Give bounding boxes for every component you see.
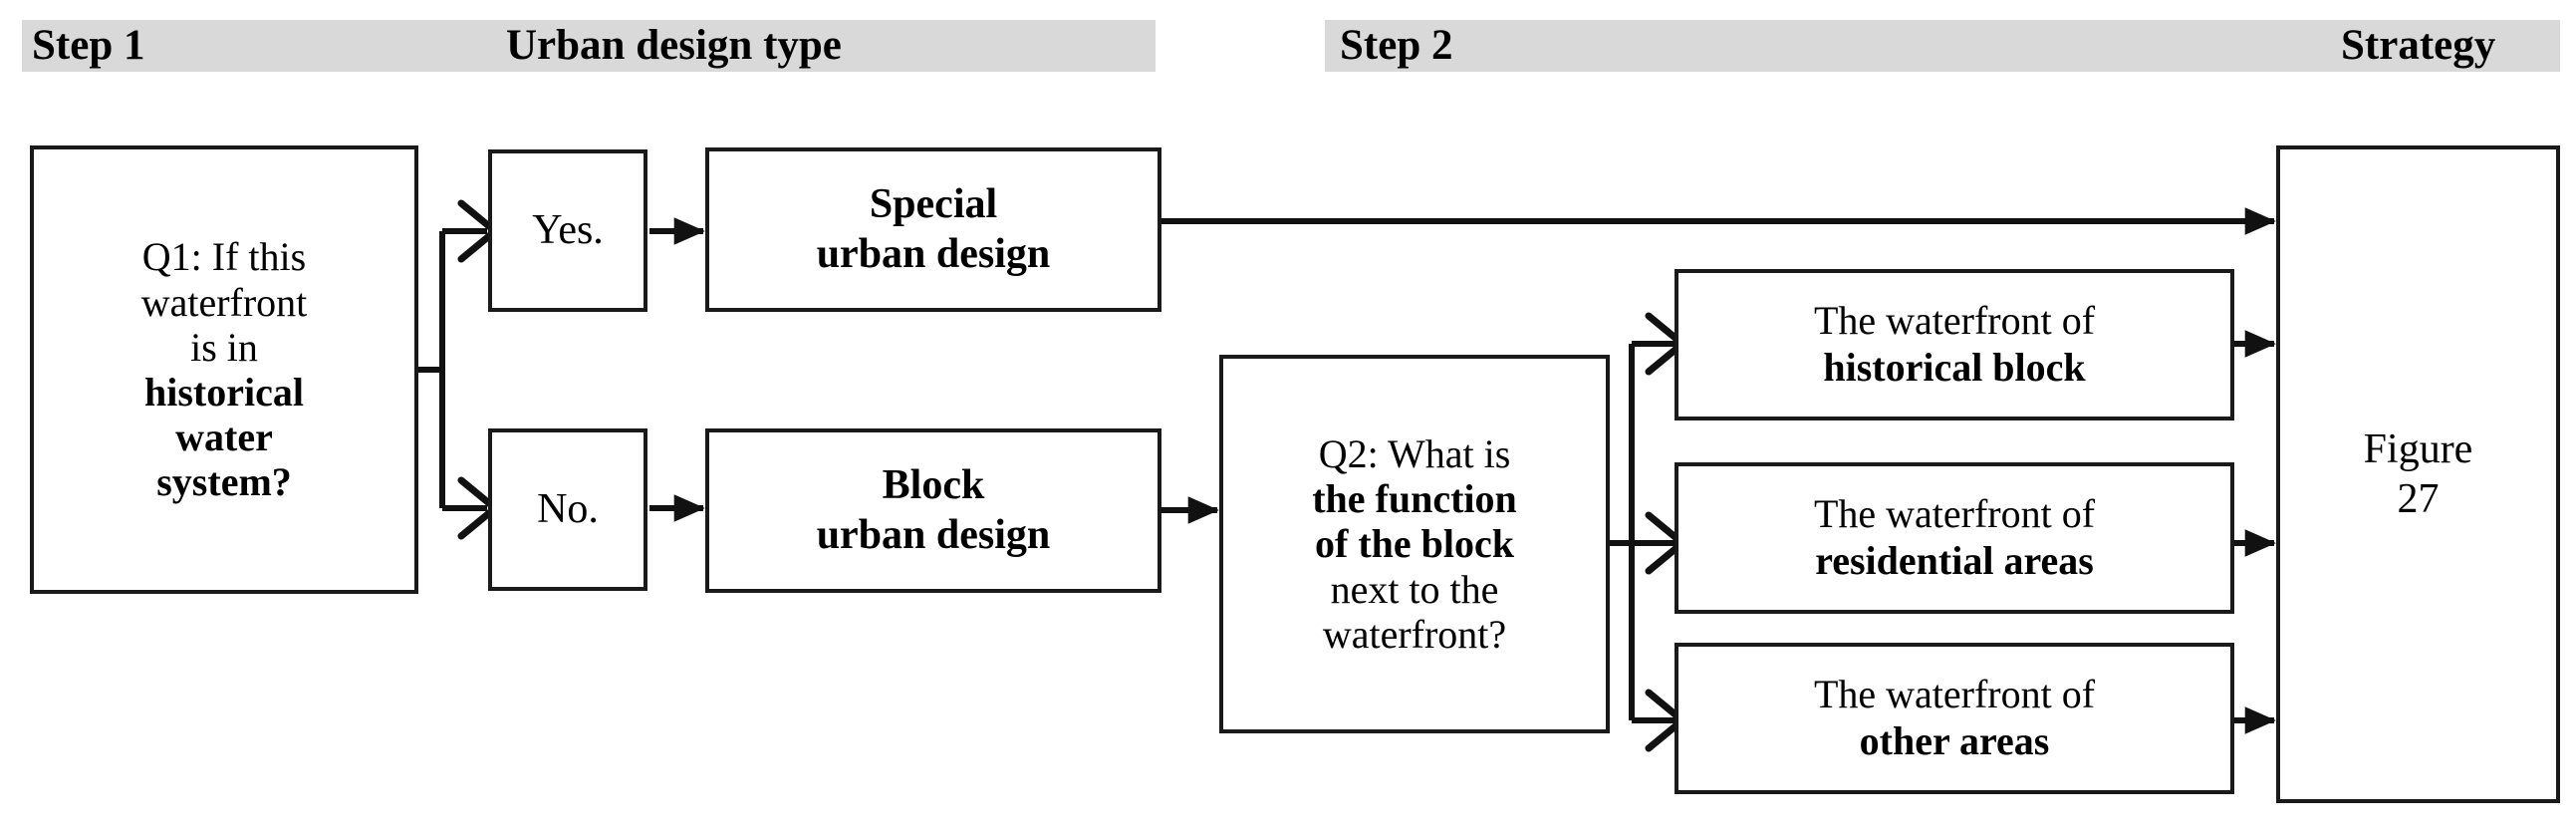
block-urban-design-line-1: Block [882, 461, 985, 508]
special-urban-design-box[interactable]: Special urban design [705, 147, 1161, 312]
block-urban-design-line-2: urban design [816, 511, 1051, 558]
q1-line-1: Q1: If this [141, 234, 307, 280]
wf-residential-line-1: The waterfront of [1813, 491, 2096, 537]
q1-line-6: system? [156, 459, 292, 505]
answer-yes-box[interactable]: Yes. [488, 149, 647, 312]
q2-line-3: of the block [1315, 521, 1514, 567]
wf-historical-line-1: The waterfront of [1813, 298, 2096, 344]
special-urban-design-line-2: urban design [816, 230, 1051, 277]
header-band-step2 [1325, 20, 2560, 72]
figure-line-2: 27 [2397, 476, 2440, 522]
waterfront-other-areas-box[interactable]: The waterfront of other areas [1674, 643, 2234, 794]
header-band-step1 [22, 20, 1156, 72]
waterfront-historical-block-box[interactable]: The waterfront of historical block [1674, 269, 2234, 420]
header-label-step1: Step 1 [32, 22, 145, 69]
question-2-box[interactable]: Q2: What is the function of the block ne… [1219, 355, 1610, 733]
wf-historical-line-2: historical block [1823, 345, 2086, 390]
answer-no-label: No. [537, 486, 599, 533]
q2-line-1: Q2: What is [1318, 431, 1511, 477]
q1-line-3: is in [190, 324, 258, 370]
wf-other-line-1: The waterfront of [1813, 672, 2096, 717]
figure-line-1: Figure [2363, 425, 2473, 472]
answer-no-box[interactable]: No. [488, 428, 647, 591]
q2-line-4: next to the [1330, 566, 1499, 612]
header-label-strategy: Strategy [2341, 22, 2496, 69]
special-urban-design-line-1: Special [869, 180, 998, 227]
q2-line-5: waterfront? [1322, 611, 1507, 657]
answer-yes-label: Yes. [532, 207, 604, 254]
figure-reference-box[interactable]: Figure 27 [2276, 145, 2560, 803]
header-label-step2: Step 2 [1340, 22, 1453, 69]
waterfront-residential-areas-box[interactable]: The waterfront of residential areas [1674, 462, 2234, 614]
q1-line-5: water [175, 415, 273, 460]
q1-line-4: historical [144, 370, 304, 415]
question-1-box[interactable]: Q1: If this waterfront is in historical … [30, 145, 418, 594]
header-label-urban-design-type: Urban design type [506, 22, 842, 69]
block-urban-design-box[interactable]: Block urban design [705, 428, 1161, 593]
wf-other-line-2: other areas [1859, 718, 2050, 763]
q2-line-2: the function [1312, 476, 1517, 522]
q1-line-2: waterfront [140, 279, 308, 325]
wf-residential-line-2: residential areas [1815, 538, 2094, 583]
